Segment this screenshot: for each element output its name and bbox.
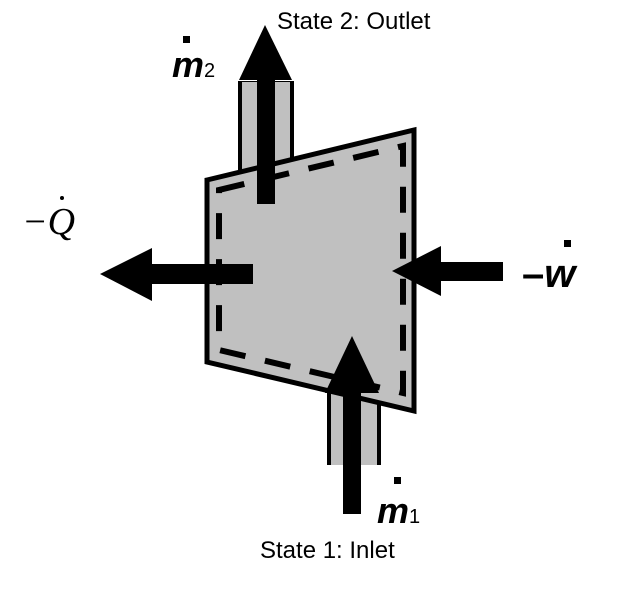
- outlet-state-label: State 2: Outlet: [277, 8, 431, 35]
- work-sign: –: [522, 252, 545, 296]
- heat-sign: −: [22, 201, 48, 243]
- work-arrow: [392, 246, 503, 296]
- inlet-state-label: State 1: Inlet: [260, 537, 395, 564]
- outlet-mass-flow-label: m2: [172, 44, 215, 86]
- mdot2-subscript: 2: [204, 60, 216, 82]
- mdot1-symbol: m: [377, 490, 410, 531]
- inlet-mass-flow-label: m1: [377, 490, 420, 532]
- heat-transfer-label: −Q: [22, 200, 75, 244]
- control-surface-dashed: [216, 142, 406, 397]
- work-label: –w: [522, 252, 575, 297]
- wdot-dot: [564, 240, 571, 247]
- work-symbol: w: [544, 252, 576, 296]
- mdot1-dot: [394, 477, 401, 484]
- inlet-mass-flow-arrow: [325, 336, 379, 514]
- qdot-dot: [60, 196, 64, 200]
- mdot2-symbol: m: [172, 44, 205, 85]
- mdot2-dot: [183, 36, 190, 43]
- outlet-mass-flow-arrow: [239, 25, 292, 204]
- heat-symbol: Q: [47, 201, 76, 243]
- mdot1-subscript: 1: [409, 506, 421, 528]
- heat-transfer-arrow: [100, 248, 253, 301]
